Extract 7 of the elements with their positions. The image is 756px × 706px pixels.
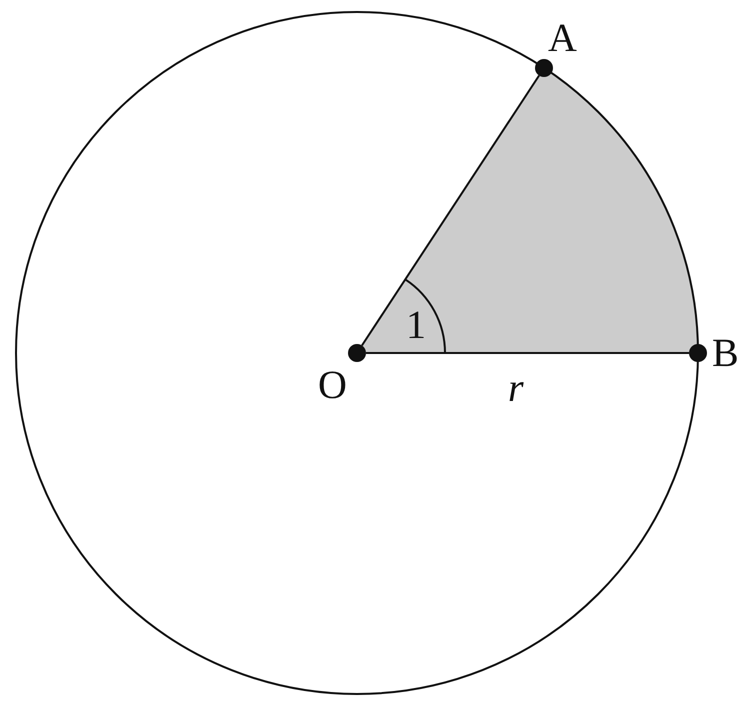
angle-label: 1 (406, 305, 426, 345)
line-segment (366, 352, 689, 354)
point-label: B (712, 333, 739, 373)
point-label: O (318, 365, 347, 405)
point-label: A (548, 18, 577, 58)
line-segment (361, 74, 540, 346)
edge-label: r (508, 368, 524, 408)
